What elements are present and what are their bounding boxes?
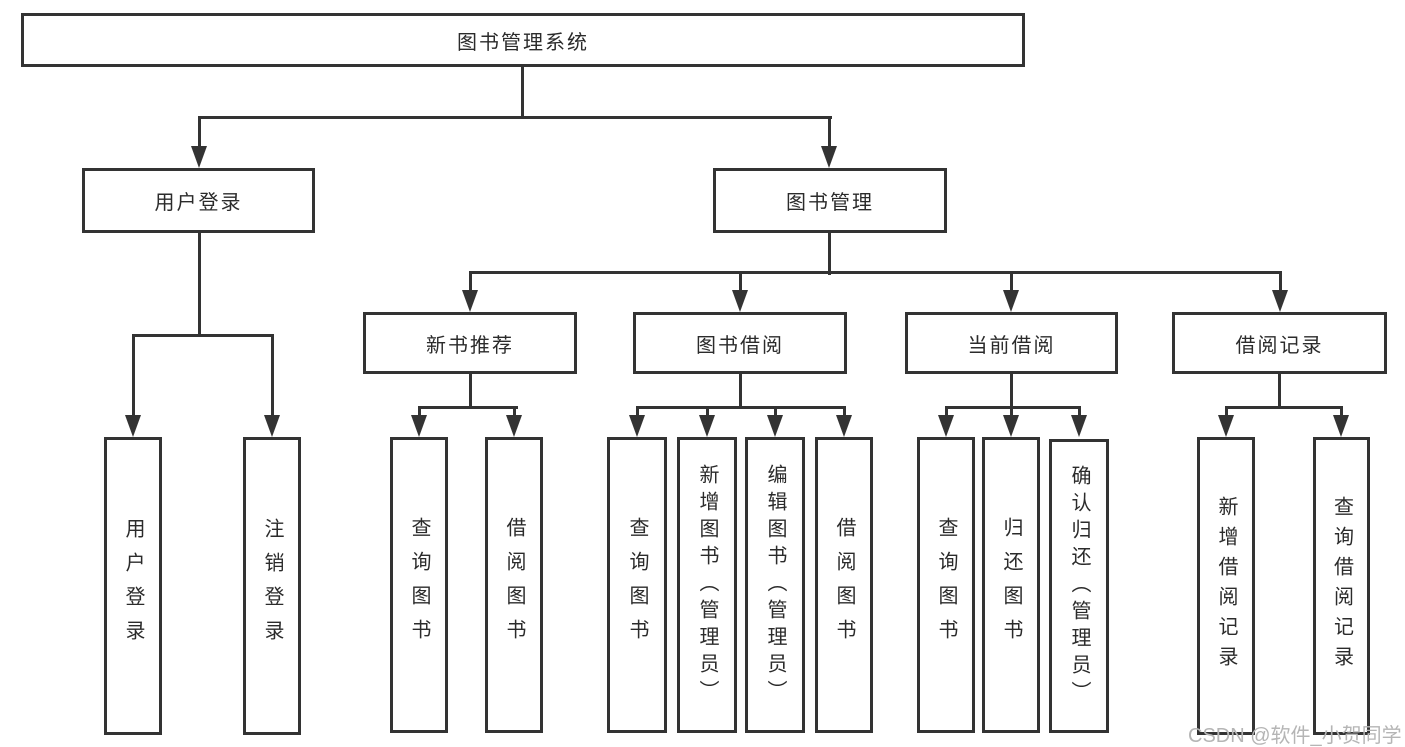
node-book-borrow-label: 图书借阅 bbox=[696, 334, 784, 357]
leaf-user-login: 用户登录 bbox=[104, 437, 162, 735]
arrowhead-book-mgmt bbox=[821, 146, 837, 168]
connector-drop bbox=[774, 406, 777, 416]
node-user-login: 用户登录 bbox=[82, 168, 315, 233]
leaf-confirm-return-admin: 确认归还（管理员） bbox=[1049, 439, 1109, 733]
leaf-add-books-admin: 新增图书（管理员） bbox=[677, 437, 737, 733]
leaf-return-books: 归还图书 bbox=[982, 437, 1040, 733]
arrowhead-book-borrow bbox=[732, 290, 748, 312]
arrowhead bbox=[506, 415, 522, 437]
connector-drop bbox=[1340, 406, 1343, 416]
connector-drop bbox=[843, 406, 846, 416]
node-current-borrow-label: 当前借阅 bbox=[967, 334, 1056, 357]
connector-drop-book-borrow bbox=[739, 271, 742, 291]
connector-user-login-trunk bbox=[198, 233, 201, 337]
arrowhead bbox=[699, 415, 715, 437]
connector-drop-book-mgmt bbox=[828, 116, 831, 148]
arrowhead bbox=[767, 415, 783, 437]
connector-book-borrow-branch bbox=[636, 406, 845, 409]
leaf-label: 注销登录 bbox=[261, 518, 283, 654]
arrowhead bbox=[1218, 415, 1234, 437]
connector-new-book-branch bbox=[418, 406, 518, 409]
connector-drop-current-borrow bbox=[1010, 271, 1013, 291]
leaf-query-books-3: 查询图书 bbox=[917, 437, 975, 733]
connector-drop bbox=[513, 406, 516, 416]
arrowhead bbox=[836, 415, 852, 437]
leaf-label: 新增借阅记录 bbox=[1215, 496, 1237, 676]
node-borrow-records: 借阅记录 bbox=[1172, 312, 1387, 374]
node-new-book-label: 新书推荐 bbox=[426, 334, 514, 357]
connector-drop-new-book bbox=[469, 271, 472, 291]
leaf-query-borrow-record: 查询借阅记录 bbox=[1313, 437, 1370, 735]
connector-borrow-records-branch bbox=[1225, 406, 1342, 409]
csdn-watermark: CSDN @软件_小贺同学 bbox=[1188, 725, 1402, 747]
leaf-label: 新增图书（管理员） bbox=[696, 463, 718, 707]
node-new-book: 新书推荐 bbox=[363, 312, 577, 374]
connector-book-mgmt-branch bbox=[469, 271, 1282, 274]
connector-new-book-trunk bbox=[469, 374, 472, 409]
arrowhead bbox=[1003, 415, 1019, 437]
leaf-label: 查询图书 bbox=[626, 517, 648, 653]
connector-drop bbox=[1225, 406, 1228, 416]
connector-drop bbox=[945, 406, 948, 416]
node-root-label: 图书管理系统 bbox=[457, 31, 589, 54]
leaf-label: 编辑图书（管理员） bbox=[764, 463, 786, 707]
leaf-label: 查询借阅记录 bbox=[1330, 496, 1353, 676]
connector-current-borrow-trunk bbox=[1010, 374, 1013, 409]
leaf-edit-books-admin: 编辑图书（管理员） bbox=[745, 437, 805, 733]
leaf-query-books-2: 查询图书 bbox=[607, 437, 667, 733]
connector-drop bbox=[706, 406, 709, 416]
leaf-add-borrow-record: 新增借阅记录 bbox=[1197, 437, 1255, 735]
connector-root-trunk bbox=[521, 66, 524, 118]
leaf-label: 查询图书 bbox=[935, 517, 957, 653]
connector-drop bbox=[418, 406, 421, 416]
arrowhead-user-login bbox=[191, 146, 207, 168]
connector-book-borrow-trunk bbox=[739, 374, 742, 409]
node-root: 图书管理系统 bbox=[21, 13, 1025, 67]
leaf-label: 借阅图书 bbox=[833, 517, 855, 653]
connector-drop-borrow-records bbox=[1279, 271, 1282, 291]
leaf-borrow-books-2: 借阅图书 bbox=[815, 437, 873, 733]
leaf-logout: 注销登录 bbox=[243, 437, 301, 735]
leaf-label: 借阅图书 bbox=[503, 517, 525, 653]
arrowhead bbox=[1071, 415, 1087, 437]
connector-user-login-branch bbox=[132, 334, 274, 337]
leaf-query-books-1: 查询图书 bbox=[390, 437, 448, 733]
node-user-login-label: 用户登录 bbox=[154, 192, 243, 214]
connector-drop-user-login bbox=[198, 116, 201, 148]
arrowhead bbox=[629, 415, 645, 437]
connector-drop bbox=[1078, 406, 1081, 416]
connector-root-branch bbox=[198, 116, 832, 119]
connector-drop bbox=[1010, 406, 1013, 416]
node-borrow-records-label: 借阅记录 bbox=[1235, 334, 1324, 357]
leaf-label: 确认归还（管理员） bbox=[1068, 464, 1090, 708]
arrowhead-current-borrow bbox=[1003, 290, 1019, 312]
node-book-borrow: 图书借阅 bbox=[633, 312, 847, 374]
arrowhead-leaf-login bbox=[125, 415, 141, 437]
leaf-label: 归还图书 bbox=[1000, 517, 1022, 653]
connector-drop bbox=[636, 406, 639, 416]
connector-drop-leaf-login bbox=[132, 334, 135, 417]
arrowhead bbox=[938, 415, 954, 437]
leaf-label: 用户登录 bbox=[122, 518, 144, 654]
arrowhead bbox=[1333, 415, 1349, 437]
node-book-mgmt-label: 图书管理 bbox=[786, 192, 874, 214]
leaf-label: 查询图书 bbox=[408, 517, 430, 653]
arrowhead-leaf-logout bbox=[264, 415, 280, 437]
connector-borrow-records-trunk bbox=[1278, 374, 1281, 409]
arrowhead-borrow-records bbox=[1272, 290, 1288, 312]
node-book-mgmt: 图书管理 bbox=[713, 168, 947, 233]
connector-drop-leaf-logout bbox=[271, 334, 274, 417]
leaf-borrow-books-1: 借阅图书 bbox=[485, 437, 543, 733]
arrowhead-new-book bbox=[462, 290, 478, 312]
node-current-borrow: 当前借阅 bbox=[905, 312, 1118, 374]
arrowhead bbox=[411, 415, 427, 437]
connector-book-mgmt-trunk bbox=[828, 233, 831, 275]
